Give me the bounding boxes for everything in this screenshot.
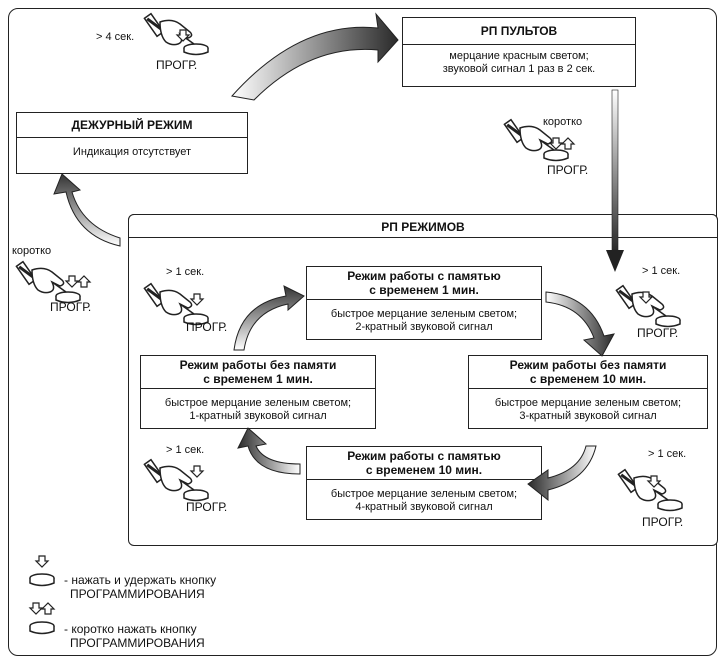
arrow-standby-to-remotes (231, 12, 399, 101)
remotes-programming-box: РП ПУЛЬТОВ мерцание красным светом; звук… (402, 17, 636, 87)
mode-text-line1: быстрое мерцание зеленым светом; (330, 308, 518, 320)
short-press-label: коротко (12, 245, 52, 257)
prog-label: ПРОГР. (156, 58, 198, 72)
mode-title: Режим работы без памяти с временем 10 ми… (469, 356, 707, 389)
prog-label: ПРОГР. (186, 320, 228, 334)
remotes-programming-title: РП ПУЛЬТОВ (403, 18, 635, 45)
remotes-text-line2: звуковой сигнал 1 раз в 2 сек. (442, 63, 596, 75)
mode-text-line2: 3-кратный звуковой сигнал (519, 410, 657, 422)
mode-title: Режим работы с памятью с временем 10 мин… (307, 447, 541, 480)
prog-label: ПРОГР. (637, 326, 679, 340)
mode-box-nomemory-10min: Режим работы без памяти с временем 10 ми… (468, 355, 708, 429)
mode-text-line2: 1-кратный звуковой сигнал (189, 410, 327, 422)
release-up-icon (41, 602, 55, 615)
mode-text-line1: быстрое мерцание зеленым светом; (494, 397, 682, 409)
mode-text-line2: 2-кратный звуковой сигнал (355, 321, 493, 333)
arrow-cycle-1 (545, 291, 615, 357)
mode-box-memory-10min: Режим работы с памятью с временем 10 мин… (306, 446, 542, 520)
mode-box-nomemory-1min: Режим работы без памяти с временем 1 мин… (140, 355, 376, 429)
mode-title-line2: с временем 10 мин. (529, 372, 647, 386)
legend-short-line2: ПРОГРАММИРОВАНИЯ (70, 636, 205, 650)
short-press-label: коротко (543, 116, 583, 128)
mode-text-line1: быстрое мерцание зеленым светом; (164, 397, 352, 409)
mode-text: быстрое мерцание зеленым светом; 4-кратн… (307, 480, 541, 522)
press-down-icon (65, 275, 79, 288)
mode-title-line1: Режим работы без памяти (509, 358, 667, 372)
modes-group-title: РП РЕЖИМОВ (381, 220, 465, 234)
release-up-icon (561, 137, 575, 150)
mode-text: быстрое мерцание зеленым светом; 2-кратн… (307, 300, 541, 342)
arrow-modes-to-standby (53, 173, 121, 247)
mode-title-line2: с временем 1 мин. (369, 283, 479, 297)
remotes-programming-text: мерцание красным светом; звуковой сигнал… (403, 45, 635, 81)
mode-title-line1: Режим работы с памятью (347, 269, 501, 283)
standby-mode-text: Индикация отсутствует (72, 146, 192, 158)
press-down-icon (190, 293, 204, 306)
legend-short-text: - коротко нажать кнопку ПРОГРАММИРОВАНИЯ (64, 622, 205, 650)
mode-title: Режим работы без памяти с временем 1 мин… (141, 356, 375, 389)
arrow-cycle-3 (237, 427, 301, 475)
mode-title-line2: с временем 10 мин. (365, 463, 483, 477)
arrow-cycle-4 (233, 285, 305, 351)
prog-label: ПРОГР. (186, 500, 228, 514)
prog-label: ПРОГР. (547, 163, 589, 177)
release-up-icon (77, 275, 91, 288)
modes-group-title-box: РП РЕЖИМОВ (128, 214, 718, 238)
mode-title-line1: Режим работы с памятью (347, 449, 501, 463)
button-icon-base (29, 626, 55, 635)
hold-1s-label: > 1 сек. (166, 444, 205, 456)
prog-label: ПРОГР. (642, 515, 684, 529)
button-icon-base (29, 578, 55, 587)
press-down-icon (35, 555, 49, 568)
mode-text: быстрое мерцание зеленым светом; 3-кратн… (469, 389, 707, 431)
hold-1s-label: > 1 сек. (642, 265, 681, 277)
mode-box-memory-1min: Режим работы с памятью с временем 1 мин.… (306, 266, 542, 340)
standby-mode-title: ДЕЖУРНЫЙ РЕЖИМ (17, 113, 247, 138)
remotes-text-line1: мерцание красным светом; (449, 50, 589, 62)
arrow-cycle-2 (527, 445, 597, 502)
mode-title: Режим работы с памятью с временем 1 мин. (307, 267, 541, 300)
prog-label: ПРОГР. (50, 300, 92, 314)
legend-hold-text: - нажать и удержать кнопку ПРОГРАММИРОВА… (64, 573, 216, 601)
mode-title-line2: с временем 1 мин. (203, 372, 313, 386)
mode-text-line1: быстрое мерцание зеленым светом; (330, 488, 518, 500)
standby-mode-box: ДЕЖУРНЫЙ РЕЖИМ Индикация отсутствует (16, 112, 248, 174)
hand-press-icon (142, 12, 210, 56)
mode-text: быстрое мерцание зеленым светом; 1-кратн… (141, 389, 375, 431)
mode-text-line2: 4-кратный звуковой сигнал (355, 501, 493, 513)
hold-1s-label: > 1 сек. (648, 448, 687, 460)
press-down-icon (190, 465, 204, 478)
mode-title-line1: Режим работы без памяти (179, 358, 337, 372)
arrow-remotes-to-modes (611, 89, 619, 251)
legend-hold-line2: ПРОГРАММИРОВАНИЯ (70, 587, 205, 601)
legend-hold-line1: - нажать и удержать кнопку (64, 573, 217, 587)
arrow-remotes-to-modes-head (606, 250, 624, 272)
hand-press-icon (616, 468, 684, 512)
press-down-icon (29, 602, 43, 615)
legend-short-line1: - коротко нажать кнопку (64, 622, 197, 636)
hold-4s-label: > 4 сек. (96, 31, 135, 43)
hold-1s-label: > 1 сек. (166, 266, 205, 278)
